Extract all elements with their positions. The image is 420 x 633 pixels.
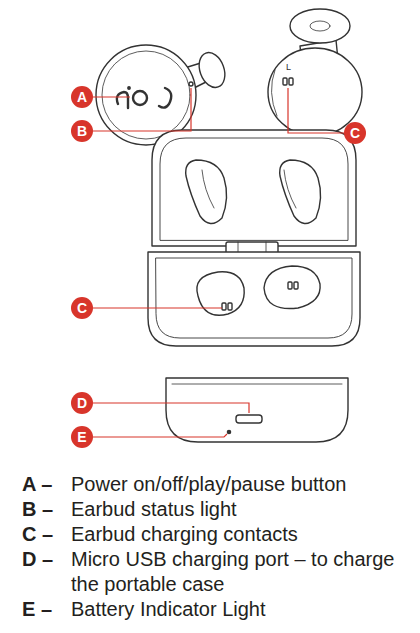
key-letter: A – (22, 472, 52, 497)
part-description: Micro USB charging port – to charge the … (71, 547, 401, 597)
callout-letter: E (77, 430, 86, 444)
callout-circle: E (71, 426, 93, 448)
key-letter: E – (22, 597, 52, 622)
callout-circle: D (71, 392, 93, 414)
callout-letter: A (77, 90, 87, 104)
callout-letter: C (77, 301, 87, 315)
key-letter: B – (22, 497, 53, 522)
callout-circle: A (71, 86, 93, 108)
side-mark: L (286, 62, 291, 72)
callout-letter: C (350, 126, 360, 140)
part-description: Battery Indicator Light (71, 597, 266, 622)
key-letter: D – (22, 547, 53, 572)
part-description: Power on/off/play/pause button (71, 472, 346, 497)
part-description: Earbud charging contacts (71, 522, 298, 547)
part-description: Earbud status light (71, 497, 237, 522)
callout-circle: B (71, 120, 93, 142)
callout-letter: B (77, 124, 87, 138)
callout-circle: C (71, 297, 93, 319)
callout-circle: C (344, 122, 366, 144)
callout-letter: D (77, 396, 87, 410)
key-letter: C – (22, 522, 53, 547)
